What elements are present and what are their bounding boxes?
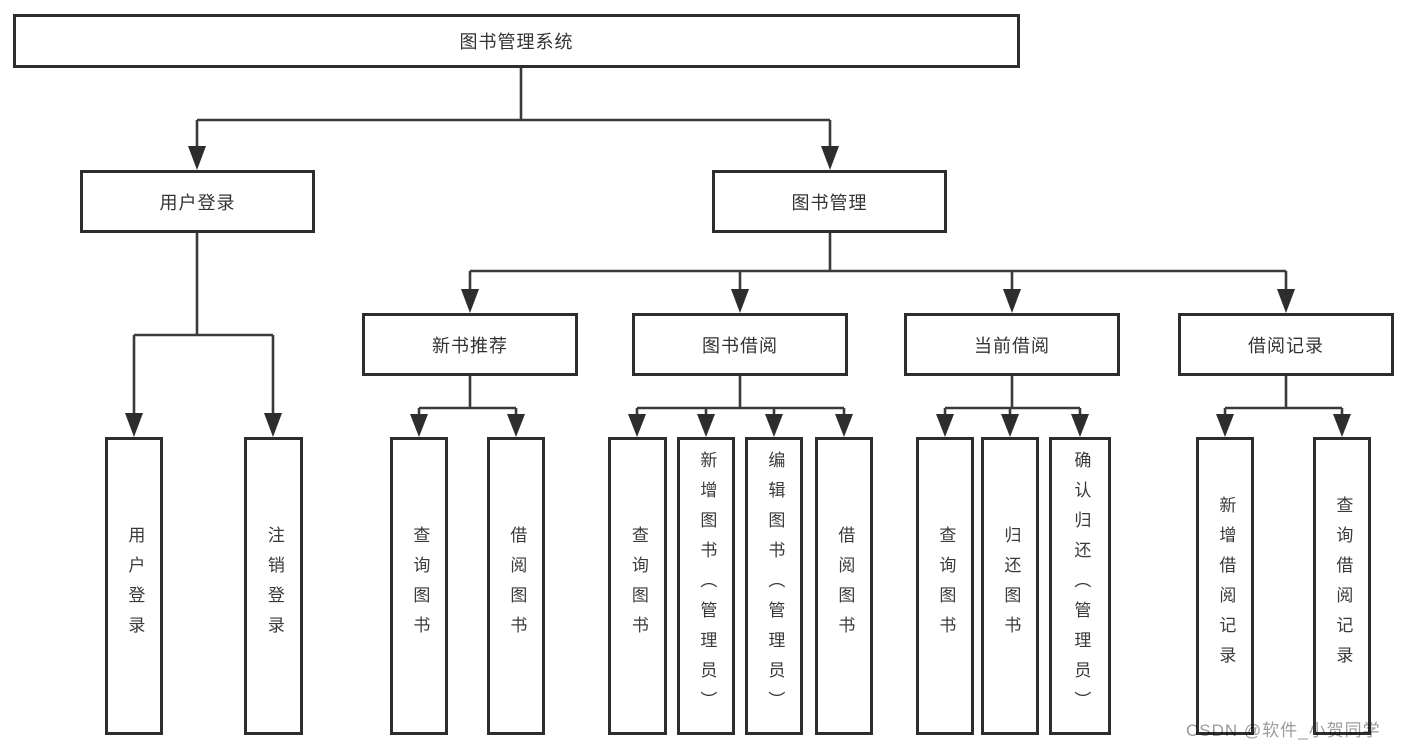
leaf-query-books-2-label: 查询图书 [628,526,648,646]
leaf-query-books-1-label: 查询图书 [410,526,430,646]
leaf-add-borrow-record: 新增借阅记录 [1196,437,1254,735]
csdn-watermark: CSDN @软件_小贺同学 [1186,721,1381,740]
arrowhead-icon [1277,289,1295,313]
leaf-add-books-admin-label: 新增图书（管理员） [697,451,717,721]
arrowhead-icon [936,414,954,437]
leaf-add-borrow-record-label: 新增借阅记录 [1216,496,1236,676]
node-book-management: 图书管理 [712,170,947,233]
arrowhead-icon [835,414,853,437]
node-user-login: 用户登录 [80,170,315,233]
leaf-user-login: 用户登录 [105,437,163,735]
node-borrowing-records-label: 借阅记录 [1248,335,1324,356]
node-root-system: 图书管理系统 [13,14,1020,68]
leaf-return-books-label: 归还图书 [1001,526,1021,646]
leaf-query-borrow-record: 查询借阅记录 [1313,437,1371,735]
arrowhead-icon [697,414,715,437]
leaf-add-books-admin: 新增图书（管理员） [677,437,735,735]
leaf-query-books-3-label: 查询图书 [936,526,956,646]
arrowhead-icon [507,414,525,437]
connector-root-to-level2 [188,68,839,170]
arrowhead-icon [1071,414,1089,437]
leaf-query-borrow-record-label: 查询借阅记录 [1333,496,1353,676]
node-new-book-recommend: 新书推荐 [362,313,578,376]
arrowhead-icon [461,289,479,313]
arrowhead-icon [765,414,783,437]
connector-book-mgmt-to-level3 [461,233,1295,313]
leaf-logout-label: 注销登录 [264,526,284,646]
connector-borrow-record-to-leaves [1216,376,1351,437]
arrowhead-icon [125,413,143,437]
connector-line [417,376,518,415]
node-root-system-label: 图书管理系统 [459,32,574,52]
connector-line [943,376,1082,415]
connector-line [635,376,846,415]
node-current-borrowing: 当前借阅 [904,313,1120,376]
node-borrowing-records: 借阅记录 [1178,313,1394,376]
arrowhead-icon [264,413,282,437]
arrowhead-icon [188,146,206,170]
leaf-borrow-books-1-label: 借阅图书 [507,526,527,646]
connector-current-borrow-to-leaves [936,376,1089,437]
leaf-query-books-2: 查询图书 [608,437,667,735]
connector-line [468,233,1288,291]
leaf-query-books-3: 查询图书 [916,437,974,735]
arrowhead-icon [1001,414,1019,437]
connector-line [1223,376,1344,415]
arrowhead-icon [821,146,839,170]
node-user-login-label: 用户登录 [159,192,236,213]
leaf-borrow-books-1: 借阅图书 [487,437,545,735]
connector-user-login-to-leaves [125,233,282,437]
node-book-borrowing: 图书借阅 [632,313,848,376]
node-book-borrowing-label: 图书借阅 [702,335,778,356]
node-new-book-recommend-label: 新书推荐 [432,335,508,356]
connector-line [195,68,832,148]
leaf-borrow-books-2-label: 借阅图书 [835,526,855,646]
leaf-edit-books-admin-label: 编辑图书（管理员） [765,451,785,721]
leaf-return-books: 归还图书 [981,437,1039,735]
connector-book-borrow-to-leaves [628,376,853,437]
arrowhead-icon [731,289,749,313]
arrowhead-icon [628,414,646,437]
node-current-borrowing-label: 当前借阅 [974,335,1050,356]
arrowhead-icon [1333,414,1351,437]
arrowhead-icon [1216,414,1234,437]
connector-new-book-to-leaves [410,376,525,437]
arrowhead-icon [410,414,428,437]
leaf-edit-books-admin: 编辑图书（管理员） [745,437,803,735]
leaf-user-login-label: 用户登录 [125,526,145,646]
leaf-borrow-books-2: 借阅图书 [815,437,873,735]
leaf-logout: 注销登录 [244,437,303,735]
connector-line [132,233,275,415]
arrowhead-icon [1003,289,1021,313]
node-book-management-label: 图书管理 [791,192,868,213]
leaf-query-books-1: 查询图书 [390,437,448,735]
leaf-confirm-return-admin-label: 确认归还（管理员） [1071,451,1091,721]
leaf-confirm-return-admin: 确认归还（管理员） [1049,437,1111,735]
